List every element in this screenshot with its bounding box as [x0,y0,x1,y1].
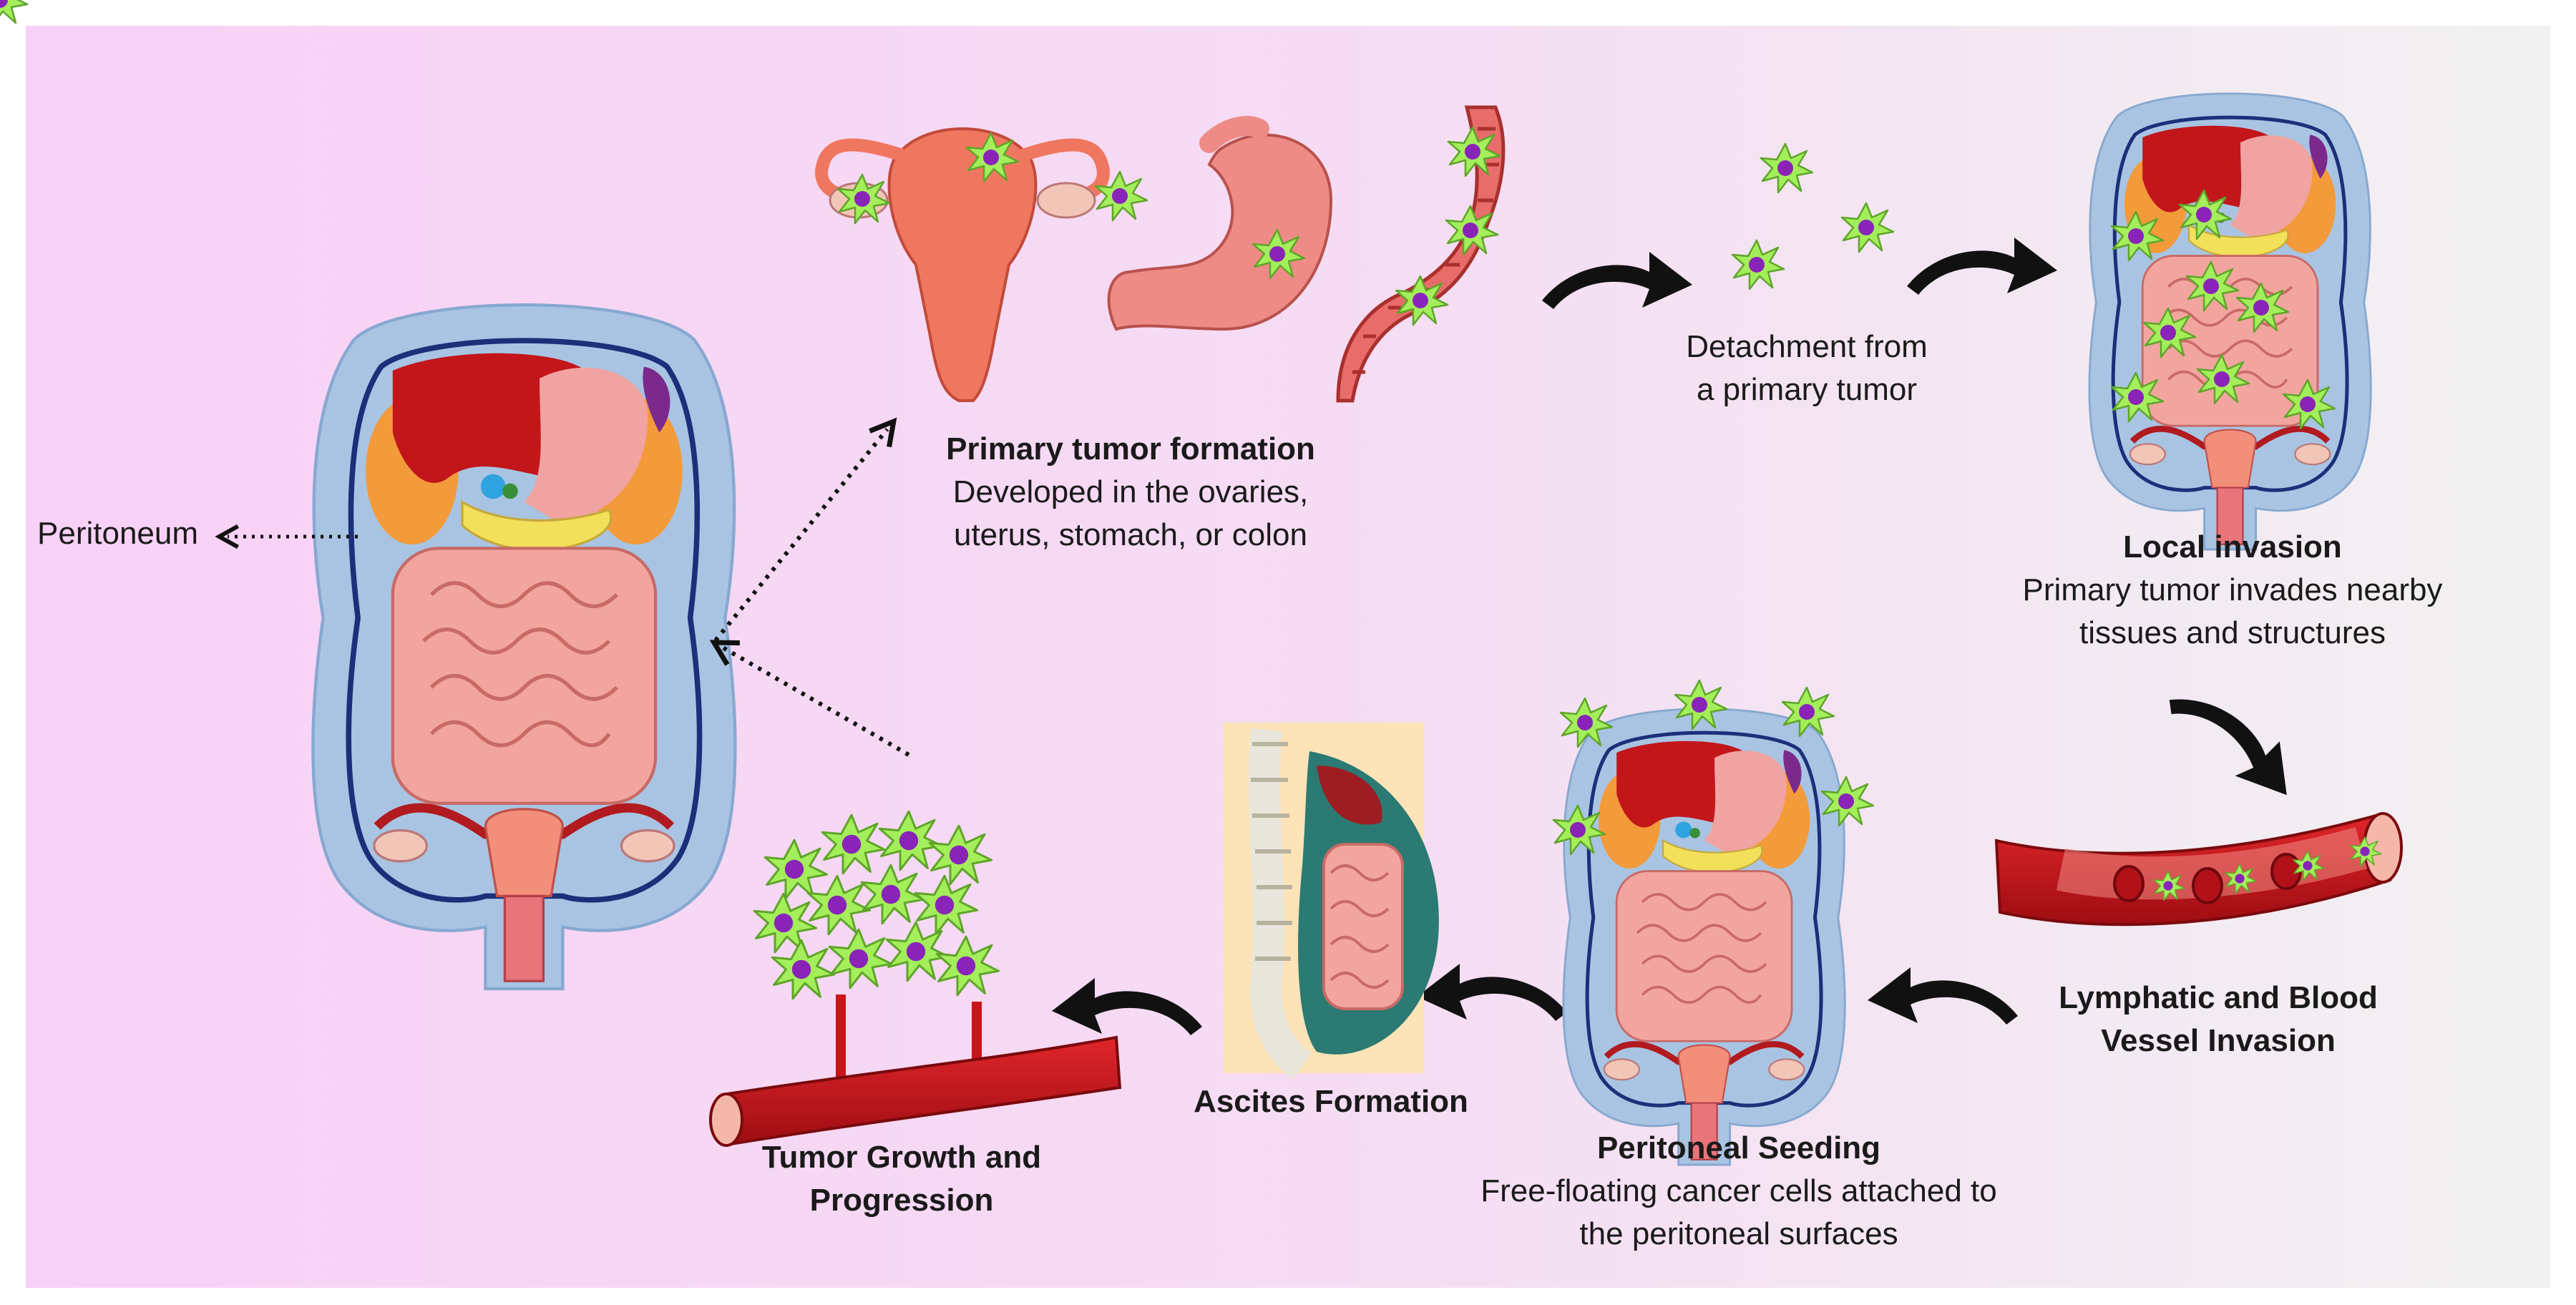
step-description: Primary tumor invades nearby [2022,572,2443,607]
step-description: tissues and structures [2079,615,2386,650]
step-title: Lymphatic and Blood [2059,980,2378,1015]
abdomen-anatomy-icon [313,305,735,989]
cancer-cell-icon [0,0,29,26]
step-title: Ascites Formation [1194,1084,1468,1119]
step-description: Detachment from [1686,329,1928,364]
blood-vessel-icon [1994,812,2403,927]
step-title: Primary tumor formation [946,431,1315,466]
colon-icon [1336,105,1506,403]
step-tumor-growth: Tumor Growth and Progression [716,1136,1088,1222]
step-title: Peritoneal Seeding [1596,1130,1881,1165]
spine-ascites-icon [1224,723,1439,1080]
abdomen-anatomy-icon [1563,709,1845,1165]
step-description: uterus, stomach, or colon [953,517,1307,552]
peritoneum-label: Peritoneum [37,516,199,551]
step-description: the peritoneal surfaces [1579,1216,1898,1251]
stomach-icon [1107,116,1333,331]
step-vessel-invasion: Lymphatic and Blood Vessel Invasion [1996,977,2440,1062]
step-title: Progression [809,1182,994,1218]
step-local-invasion: Local invasion Primary tumor invades nea… [1918,526,2547,654]
tumor-cluster-icon [709,994,1122,1147]
uterus-icon [815,127,1110,402]
step-description: Free-floating cancer cells attached to [1480,1173,1997,1208]
step-primary-tumor-formation: Primary tumor formation Developed in the… [844,428,1417,556]
step-description: a primary tumor [1696,371,1918,407]
step-ascites-formation: Ascites Formation [1131,1080,1531,1123]
step-peritoneal-seeding: Peritoneal Seeding Free-floating cancer … [1381,1127,2097,1255]
step-title: Local invasion [2123,529,2342,564]
step-title: Vessel Invasion [2101,1022,2336,1058]
step-description: Developed in the ovaries, [952,474,1309,509]
abdomen-anatomy-icon [2089,94,2371,549]
step-detachment: Detachment from a primary tumor [1610,326,2004,411]
step-title: Tumor Growth and [761,1140,1042,1175]
